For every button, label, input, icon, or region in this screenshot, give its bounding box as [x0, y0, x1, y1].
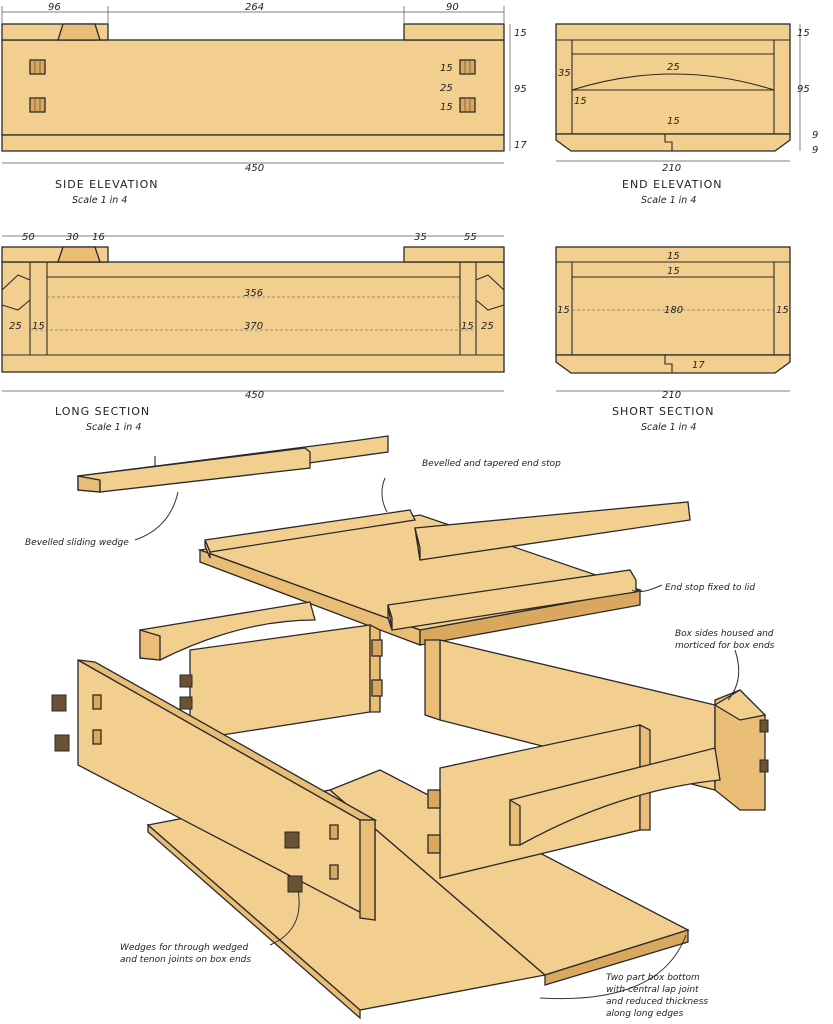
mortice-marks: [29, 59, 476, 113]
dim-long-55: 55: [464, 232, 477, 243]
dim-short-17: 17: [692, 360, 705, 371]
dim-long-r15: 15: [461, 321, 474, 332]
long-section-scale: Scale 1 in 4: [86, 422, 141, 433]
dim-short-15a: 15: [667, 251, 680, 262]
note-bottom-1: Two part box bottom: [606, 973, 700, 983]
arrow-box-sides: [727, 649, 740, 701]
end-elevation-title: END ELEVATION: [622, 178, 723, 191]
note-bevelled-end-stop: Bevelled and tapered end stop: [422, 459, 561, 469]
dim-end-15-tongue: 15: [667, 116, 680, 127]
exploded-view: Bevelled and tapered end stop Bevelled s…: [25, 435, 775, 1020]
lid: [197, 501, 691, 646]
dim-long-50: 50: [22, 232, 35, 243]
note-sliding-wedge: Bevelled sliding wedge: [25, 538, 129, 548]
dim-short-15b: 15: [667, 266, 680, 277]
dim-side-m3: 15: [440, 102, 453, 113]
left-box-end: [179, 623, 383, 741]
dim-end-210: 210: [662, 163, 681, 174]
dim-long-l25: 25: [9, 321, 22, 332]
arrow-bottom: [539, 934, 687, 1000]
dim-side-96: 96: [48, 2, 61, 13]
dim-side-17: 17: [514, 140, 527, 151]
note-box-sides-1: Box sides housed and: [675, 629, 774, 639]
dim-side-95: 95: [514, 84, 527, 95]
end-elevation-scale: Scale 1 in 4: [641, 195, 696, 206]
dim-end-95: 95: [797, 84, 810, 95]
arrow-wedges: [269, 889, 300, 946]
dim-short-210: 210: [662, 390, 681, 401]
arrow-wedge: [134, 491, 179, 541]
dim-long-450: 450: [245, 390, 264, 401]
note-wedges-1: Wedges for through wedged: [120, 943, 248, 953]
dim-long-356: 356: [244, 288, 263, 299]
side-elevation-scale: Scale 1 in 4: [72, 195, 127, 206]
dim-long-l15: 15: [32, 321, 45, 332]
dim-end-9b: 9: [812, 145, 818, 156]
side-elevation: 96 264 90 15 95 17 15 25 15 450 SIDE ELE…: [1, 2, 527, 206]
arrow-end-stop-lid: [631, 584, 663, 593]
dim-side-264: 264: [245, 2, 264, 13]
dim-short-15r: 15: [776, 305, 789, 316]
short-section-scale: Scale 1 in 4: [641, 422, 696, 433]
near-long-side: [51, 658, 378, 922]
note-bottom-3: and reduced thickness: [606, 997, 708, 1007]
dim-side-m2: 25: [440, 83, 453, 94]
long-section: 50 30 16 35 55 356 370 25 15 15 25 450 L…: [1, 232, 505, 433]
dim-end-15-inner: 15: [574, 96, 587, 107]
arrow-end-stop: [381, 477, 388, 513]
note-end-stop-lid: End stop fixed to lid: [665, 583, 755, 593]
short-section-title: SHORT SECTION: [612, 405, 714, 418]
dim-long-r25: 25: [481, 321, 494, 332]
dim-side-15: 15: [514, 28, 527, 39]
dim-long-16: 16: [92, 232, 105, 243]
dim-end-9a: 9: [812, 130, 818, 141]
note-bottom-2: with central lap joint: [606, 985, 699, 995]
note-box-sides-2: morticed for box ends: [675, 641, 775, 651]
dim-end-35: 35: [558, 68, 571, 79]
dim-side-m1: 15: [440, 63, 453, 74]
dim-side-90: 90: [446, 2, 459, 13]
dim-end-25: 25: [667, 62, 680, 73]
right-box-end: [427, 723, 721, 879]
dim-long-35: 35: [414, 232, 427, 243]
end-elevation: 15 95 9 9 35 25 15 15 210 END ELEVATION …: [555, 23, 818, 206]
dim-short-180: 180: [664, 305, 683, 316]
sliding-wedge: [77, 435, 389, 493]
long-section-title: LONG SECTION: [55, 405, 150, 418]
dim-end-15: 15: [797, 28, 810, 39]
dim-side-450: 450: [245, 163, 264, 174]
curved-rail: [139, 601, 316, 661]
note-bottom-4: along long edges: [606, 1009, 684, 1019]
side-elevation-title: SIDE ELEVATION: [55, 178, 159, 191]
short-section: 15 15 15 180 15 17 210 SHORT SECTION Sca…: [555, 246, 791, 433]
dim-long-30: 30: [66, 232, 79, 243]
dim-short-15l: 15: [557, 305, 570, 316]
dim-long-370: 370: [244, 321, 263, 332]
note-wedges-2: and tenon joints on box ends: [120, 955, 251, 965]
